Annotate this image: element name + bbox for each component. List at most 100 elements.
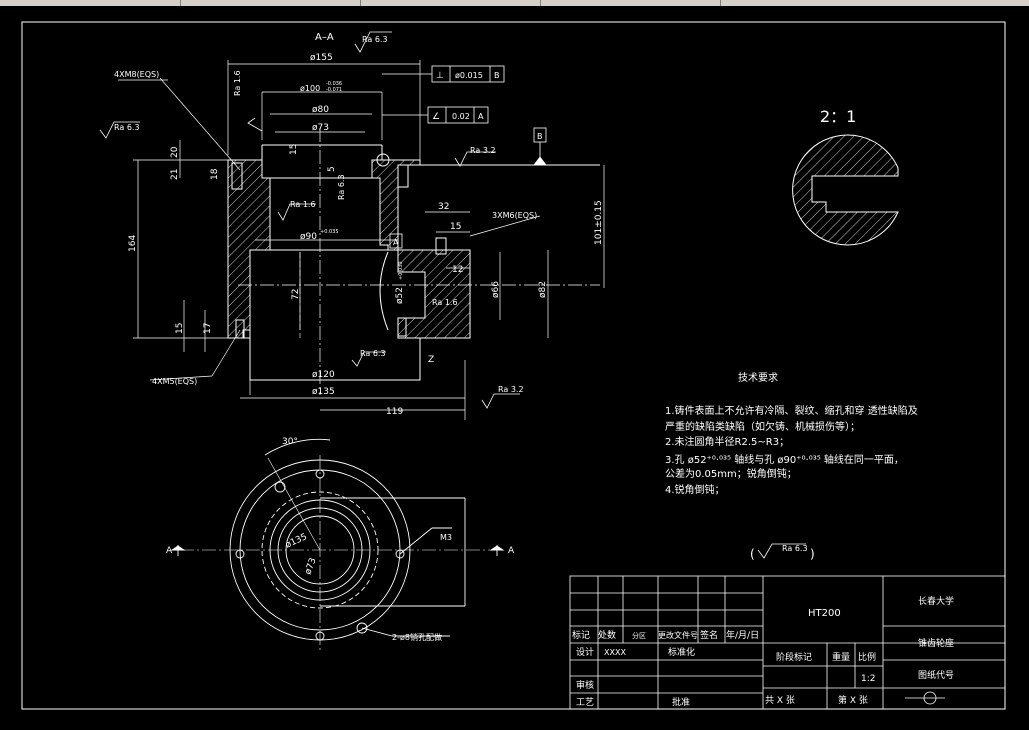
svg-text:Ra 3.2: Ra 3.2 bbox=[498, 385, 524, 394]
svg-text:Ra 6.3: Ra 6.3 bbox=[362, 35, 388, 44]
svg-text:分区: 分区 bbox=[632, 631, 646, 640]
roughness-symbols bbox=[99, 31, 520, 409]
technical-requirements: 技术要求 1.铸件表面上不允许有冷隔、裂纹、缩孔和穿 透性缺陷及 严重的缺陷类缺… bbox=[665, 371, 918, 561]
svg-text:⊥: ⊥ bbox=[436, 71, 444, 81]
svg-text:重量: 重量 bbox=[832, 651, 850, 663]
svg-text:A: A bbox=[508, 546, 515, 556]
svg-text:审核: 审核 bbox=[576, 679, 594, 691]
svg-text:ø90: ø90 bbox=[300, 232, 317, 242]
cad-toolbar-strip[interactable] bbox=[0, 0, 1029, 6]
svg-text:A: A bbox=[393, 238, 399, 247]
svg-text:5: 5 bbox=[327, 166, 337, 172]
svg-text:1.铸件表面上不允许有冷隔、裂纹、缩孔和穿 透性缺陷及: 1.铸件表面上不允许有冷隔、裂纹、缩孔和穿 透性缺陷及 bbox=[665, 404, 918, 417]
svg-text:处数: 处数 bbox=[598, 629, 616, 641]
svg-text:共 X 张: 共 X 张 bbox=[765, 695, 795, 706]
sheet-border bbox=[21, 21, 1006, 710]
svg-text:2.未注圆角半径R2.5~R3；: 2.未注圆角半径R2.5~R3； bbox=[665, 435, 789, 448]
svg-text:Ra 1.6: Ra 1.6 bbox=[290, 200, 316, 209]
svg-text:ø120: ø120 bbox=[312, 370, 335, 380]
svg-text:12: 12 bbox=[452, 265, 463, 275]
svg-text:Ra 6.3: Ra 6.3 bbox=[337, 174, 346, 200]
svg-text:Ra 6.3: Ra 6.3 bbox=[360, 349, 386, 358]
svg-text:0.02: 0.02 bbox=[452, 112, 470, 121]
svg-text:Ra 1.6: Ra 1.6 bbox=[233, 70, 242, 96]
svg-text:1:2: 1:2 bbox=[861, 674, 875, 684]
svg-text:设计: 设计 bbox=[576, 646, 594, 658]
svg-text:): ) bbox=[810, 547, 815, 561]
svg-text:阶段标记: 阶段标记 bbox=[776, 651, 812, 663]
svg-text:ø80: ø80 bbox=[312, 105, 329, 115]
svg-text:M3: M3 bbox=[440, 533, 452, 542]
svg-text:ø100: ø100 bbox=[300, 84, 320, 93]
title-block-text: HT200 长春大学 锥齿轮座 图纸代号 标记 处数 分区 更改文件号 签名 年… bbox=[572, 595, 954, 708]
svg-text:B: B bbox=[537, 132, 543, 141]
svg-text:-0.071: -0.071 bbox=[326, 87, 342, 93]
svg-text:2-ø8销孔配做: 2-ø8销孔配做 bbox=[392, 632, 442, 642]
svg-text:XXXX: XXXX bbox=[604, 648, 626, 657]
svg-text:ø73: ø73 bbox=[312, 123, 329, 133]
svg-text:32: 32 bbox=[438, 202, 449, 212]
svg-text:ø135: ø135 bbox=[284, 532, 309, 551]
svg-text:4XM8(EQS): 4XM8(EQS) bbox=[114, 70, 159, 79]
svg-text:图纸代号: 图纸代号 bbox=[918, 669, 954, 681]
svg-text:标准化: 标准化 bbox=[668, 646, 695, 658]
svg-text:技术要求: 技术要求 bbox=[738, 371, 778, 384]
svg-text:第 X 张: 第 X 张 bbox=[838, 694, 868, 706]
svg-text:21: 21 bbox=[170, 169, 180, 180]
svg-text:ø0.015: ø0.015 bbox=[455, 71, 483, 80]
drawing-canvas[interactable]: A–A ø155 ø100 -0.036 -0.071 ø80 ø73 ø90 … bbox=[0, 6, 1029, 730]
svg-text:严重的缺陷类缺陷（如欠铸、机械损伤等）；: 严重的缺陷类缺陷（如欠铸、机械损伤等）； bbox=[665, 420, 860, 433]
svg-text:17: 17 bbox=[203, 323, 213, 334]
svg-text:ø135: ø135 bbox=[312, 387, 335, 397]
svg-text:A: A bbox=[478, 112, 484, 121]
detail-scale: 2：1 bbox=[820, 107, 856, 126]
hatch-right-wall bbox=[371, 159, 421, 251]
svg-text:101±0.15: 101±0.15 bbox=[594, 200, 604, 245]
section-labels: A–A ø155 ø100 -0.036 -0.071 ø80 ø73 ø90 … bbox=[114, 32, 604, 417]
svg-text:Ra 3.2: Ra 3.2 bbox=[470, 146, 496, 155]
hatch-left-wall bbox=[227, 159, 271, 339]
title-block bbox=[569, 575, 1006, 710]
svg-text:∠: ∠ bbox=[432, 112, 440, 122]
svg-text:签名: 签名 bbox=[700, 629, 718, 641]
svg-text:ø52: ø52 bbox=[395, 287, 405, 304]
svg-text:更改文件号: 更改文件号 bbox=[658, 630, 698, 640]
svg-text:119: 119 bbox=[386, 407, 403, 417]
svg-text:ø82: ø82 bbox=[538, 281, 548, 298]
gdt-frames bbox=[382, 65, 547, 249]
svg-text:-0.036: -0.036 bbox=[326, 81, 342, 87]
top-view bbox=[170, 438, 505, 650]
svg-text:锥齿轮座: 锥齿轮座 bbox=[918, 637, 954, 649]
svg-text:3XM6(EQS): 3XM6(EQS) bbox=[492, 211, 537, 220]
svg-text:15: 15 bbox=[175, 323, 185, 334]
svg-text:ø73: ø73 bbox=[303, 557, 318, 576]
svg-text:+0.030: +0.030 bbox=[398, 261, 404, 280]
svg-text:4XM5(EQS): 4XM5(EQS) bbox=[152, 377, 197, 386]
top-view-labels: 30° ø135 ø73 M3 A A 2-ø8销孔配做 bbox=[166, 437, 515, 642]
svg-text:公差为0.05mm；锐角倒钝；: 公差为0.05mm；锐角倒钝； bbox=[665, 467, 797, 480]
svg-text:3.孔 ø52⁺⁰·⁰³⁵ 轴线与孔 ø90⁺⁰·⁰³⁵ 轴: 3.孔 ø52⁺⁰·⁰³⁵ 轴线与孔 ø90⁺⁰·⁰³⁵ 轴线在同一平面， bbox=[665, 453, 904, 466]
svg-text:A: A bbox=[166, 546, 173, 556]
svg-text:15: 15 bbox=[450, 222, 461, 232]
section-label: A–A bbox=[315, 32, 334, 43]
svg-text:HT200: HT200 bbox=[808, 608, 841, 619]
svg-text:(: ( bbox=[750, 547, 755, 561]
svg-text:ø155: ø155 bbox=[310, 53, 333, 63]
svg-text:ø66: ø66 bbox=[491, 281, 501, 298]
section-dimensions bbox=[118, 60, 605, 420]
svg-text:Ra 6.3: Ra 6.3 bbox=[114, 123, 140, 132]
svg-text:18: 18 bbox=[210, 168, 220, 180]
svg-text:30°: 30° bbox=[282, 437, 298, 447]
svg-text:4.锐角倒钝；: 4.锐角倒钝； bbox=[665, 483, 725, 496]
svg-text:比例: 比例 bbox=[858, 651, 876, 663]
svg-text:年/月/日: 年/月/日 bbox=[726, 629, 759, 641]
svg-text:长春大学: 长春大学 bbox=[918, 595, 954, 607]
detail-view: 2：1 bbox=[792, 107, 899, 246]
svg-text:15: 15 bbox=[289, 144, 299, 155]
svg-text:+0.035: +0.035 bbox=[320, 229, 339, 235]
svg-text:Z: Z bbox=[428, 355, 434, 365]
hatch-right-boss bbox=[397, 249, 471, 339]
svg-text:工艺: 工艺 bbox=[576, 697, 594, 708]
svg-text:批准: 批准 bbox=[672, 696, 690, 708]
svg-text:20: 20 bbox=[170, 146, 180, 158]
